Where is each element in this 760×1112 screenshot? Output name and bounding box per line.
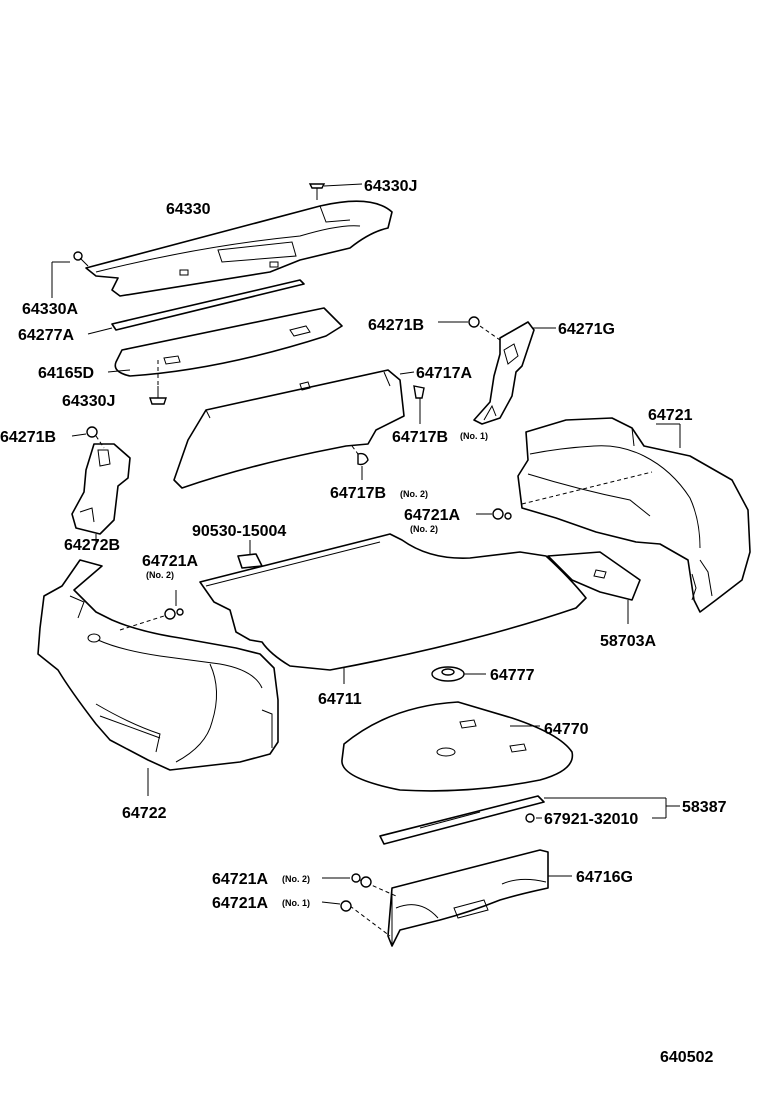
side-trim-left-64722 [37,559,279,796]
label-tag-90530 [237,540,263,569]
clip-64717B-no1 [413,385,425,424]
label-64165D: 64165D [38,365,94,382]
label-64272B: 64272B [64,537,120,554]
rear-plate-64716G [349,849,572,947]
sill-rail-58387 [379,795,680,845]
label-58387: 58387 [682,799,727,816]
spacer-58703A [547,551,641,624]
label-64277A: 64277A [18,327,74,344]
label-58703A: 58703A [600,633,656,650]
label-64711: 64711 [318,691,362,708]
label-64721A-no2-lower: 64721A [212,871,268,888]
note-64721A-no1-lower: (No. 1) [282,898,310,908]
clip-64717B-no2 [351,445,369,480]
clip-64330J-top [308,183,363,200]
label-67921-32010: 67921-32010 [544,811,638,828]
label-64330A: 64330A [22,301,78,318]
label-64271G: 64271G [558,321,615,338]
label-64330: 64330 [166,201,211,218]
note-64721A-no2-lower: (No. 2) [282,874,310,884]
clip-64271B-right [438,316,501,341]
clip-64721A-left [119,590,184,631]
label-64722: 64722 [122,805,167,822]
label-64770: 64770 [544,721,589,738]
label-64721A-no1-lower: 64721A [212,895,268,912]
clip-64271B-left [71,426,105,449]
note-64717B-no2: (No. 2) [400,489,428,499]
figure-code: 640502 [660,1049,713,1066]
screw-64330A [51,251,89,298]
clip-64721A-no1-lower [321,900,352,912]
clip-64721A-no2-lower [322,873,372,888]
clip-64721A-right [476,508,512,520]
weatherstrip-64277A [87,279,305,335]
grommet-64777 [431,666,486,682]
label-64330J-top: 64330J [364,178,417,195]
floor-mat-64711 [199,533,587,684]
label-64271B-right: 64271B [368,317,424,334]
label-64717B-no2: 64717B [330,485,386,502]
deck-board-64770 [341,701,574,792]
note-64721A-left: (No. 2) [146,570,174,580]
label-64717A: 64717A [416,365,472,382]
label-90530-15004: 90530-15004 [192,523,286,540]
partition-panel-64717A [173,369,415,489]
silencer-pad-64165D [107,307,343,377]
label-64721A-right: 64721A [404,507,460,524]
label-64330J-lower: 64330J [62,393,115,410]
label-64721A-left: 64721A [142,553,198,570]
bracket-64272B [71,443,131,544]
note-64721A-right: (No. 2) [410,524,438,534]
bracket-64271G [473,321,556,425]
note-64717B-no1: (No. 1) [460,431,488,441]
side-trim-right-64721 [517,417,751,613]
label-64717B-no1: 64717B [392,429,448,446]
label-64777: 64777 [490,667,535,684]
label-64271B-left: 64271B [0,429,56,446]
label-64721: 64721 [648,407,693,424]
clip-64330J-lower [149,360,167,405]
label-64716G: 64716G [576,869,633,886]
package-tray-trim-64330 [85,200,393,297]
